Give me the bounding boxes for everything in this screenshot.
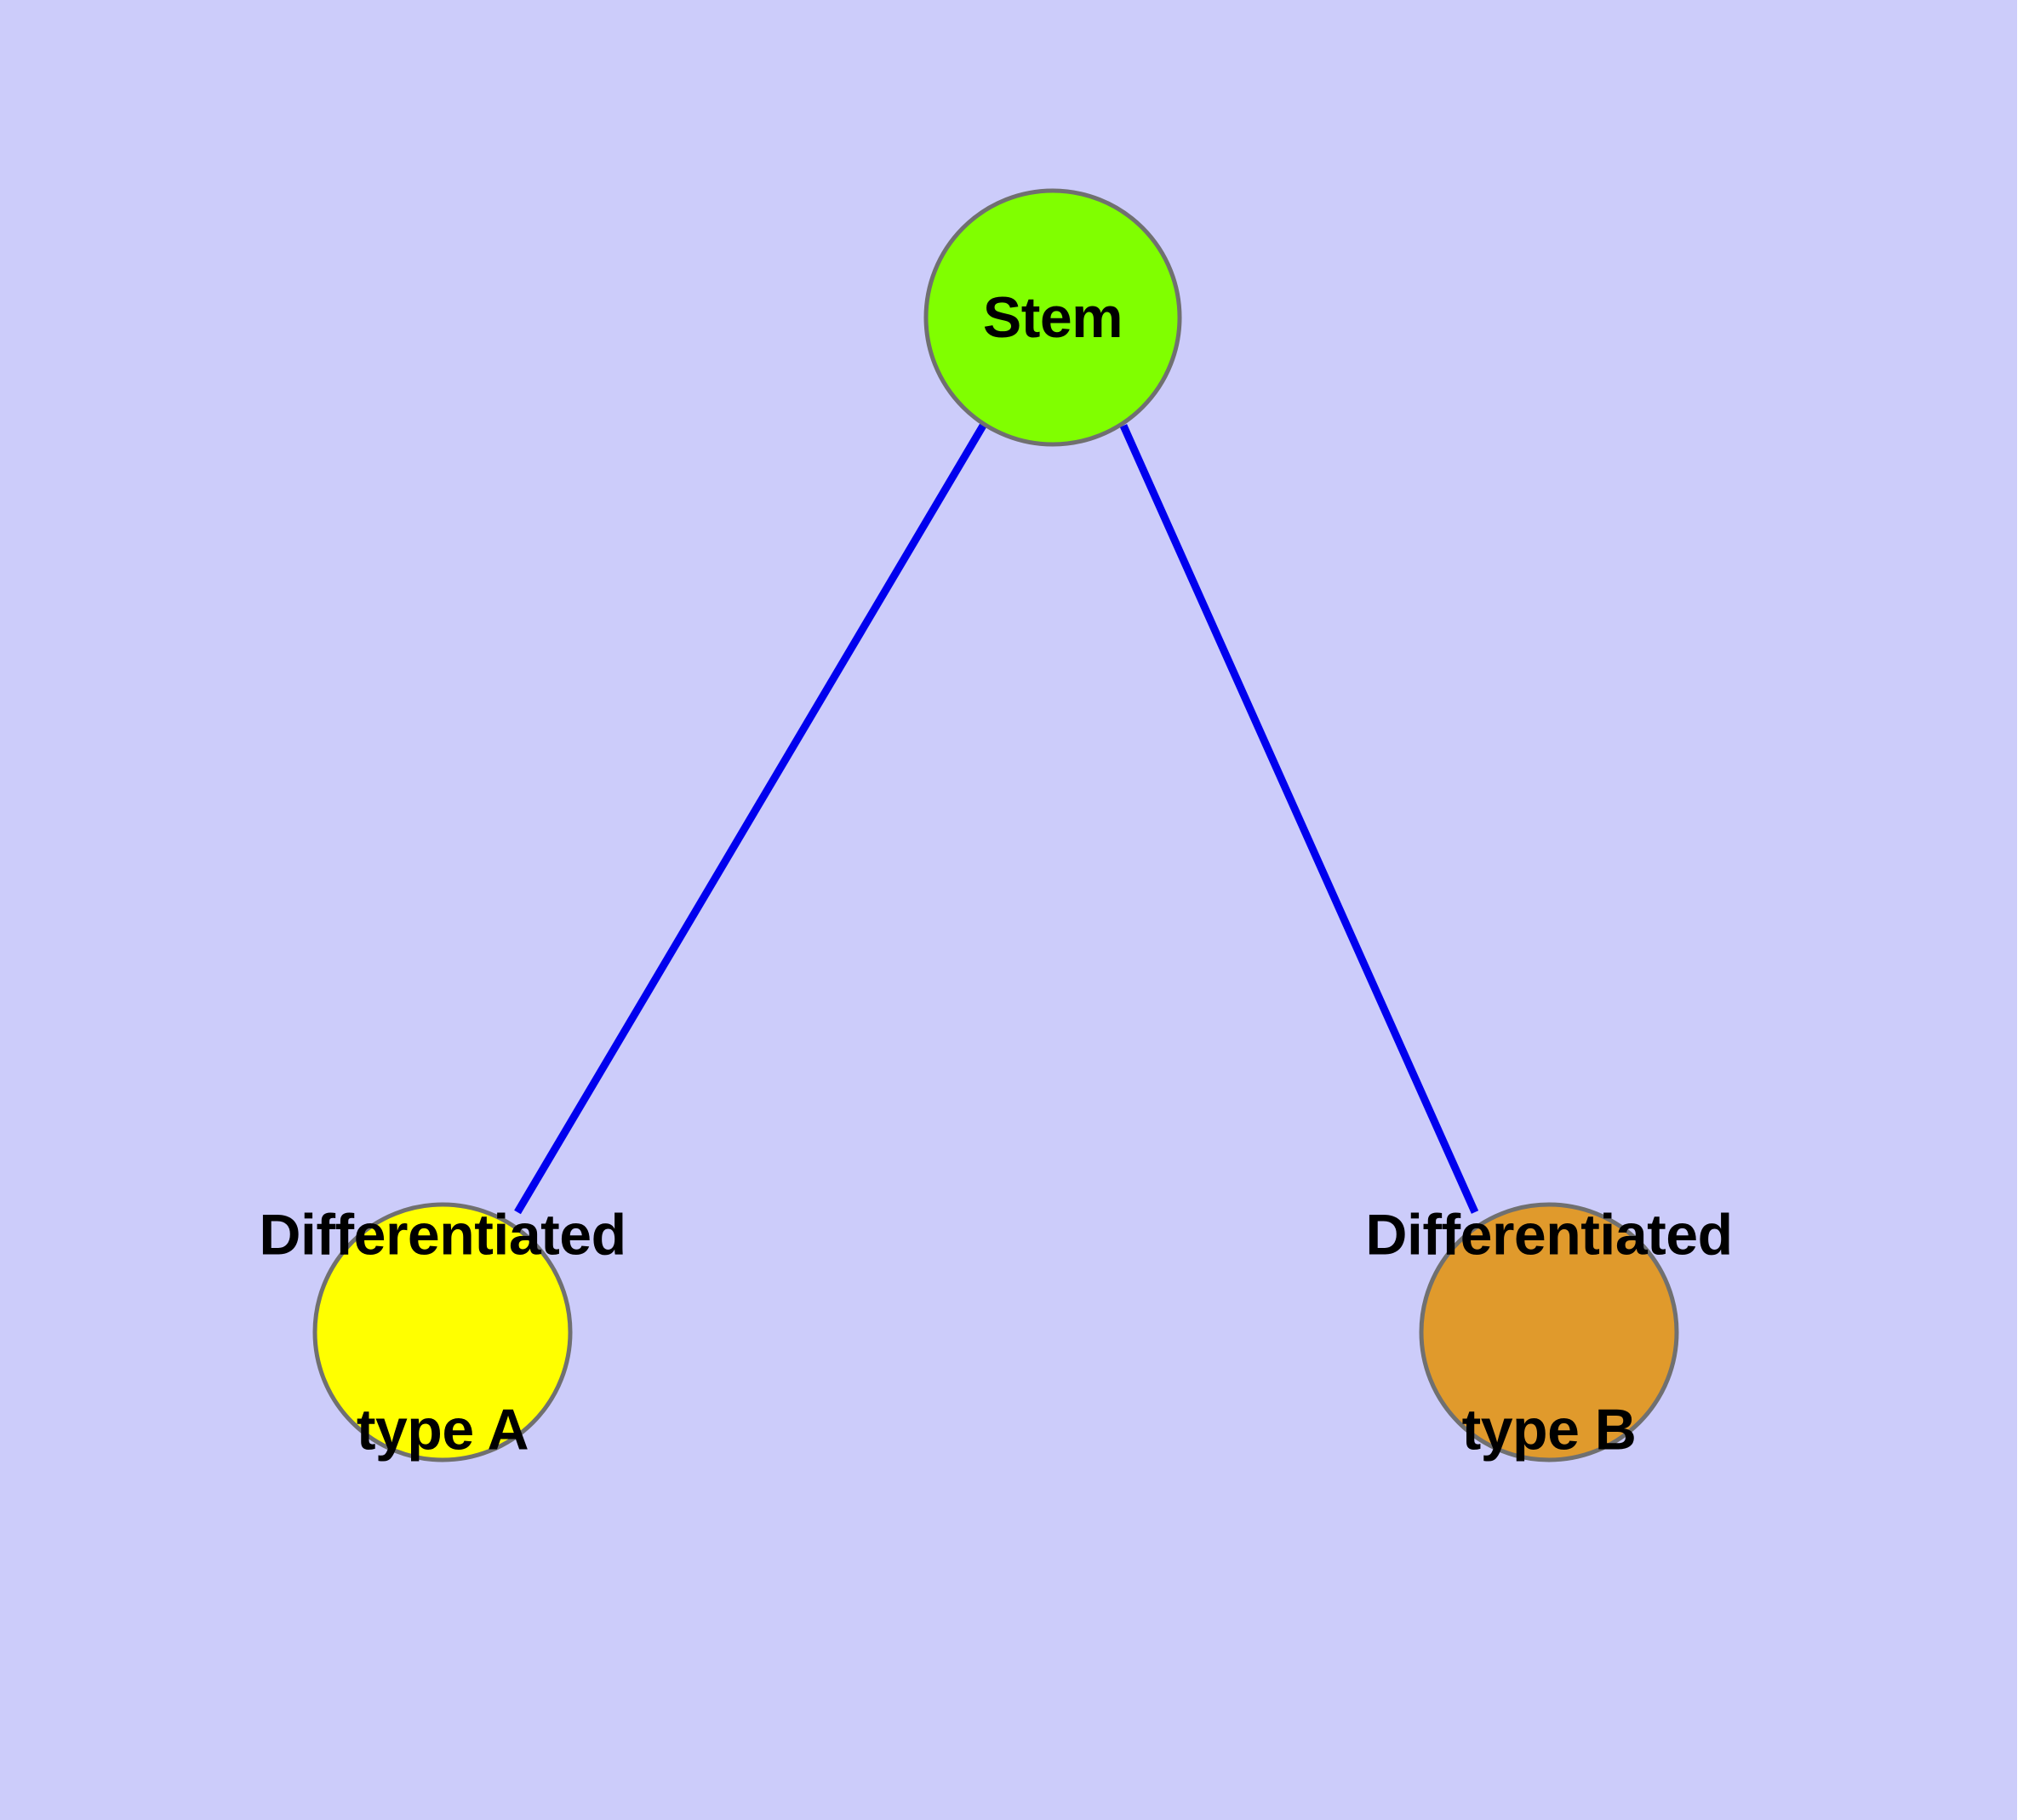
edge-stem-to-diff-b[interactable]: [1119, 424, 1479, 1214]
node-stem[interactable]: [923, 188, 1182, 447]
edge-layer: [514, 423, 1479, 1215]
edge-stem-to-diff-a[interactable]: [514, 423, 986, 1215]
node-differentiated-type-b[interactable]: [1419, 1202, 1679, 1462]
node-differentiated-type-a[interactable]: [312, 1202, 573, 1462]
node-layer: [312, 188, 1679, 1462]
